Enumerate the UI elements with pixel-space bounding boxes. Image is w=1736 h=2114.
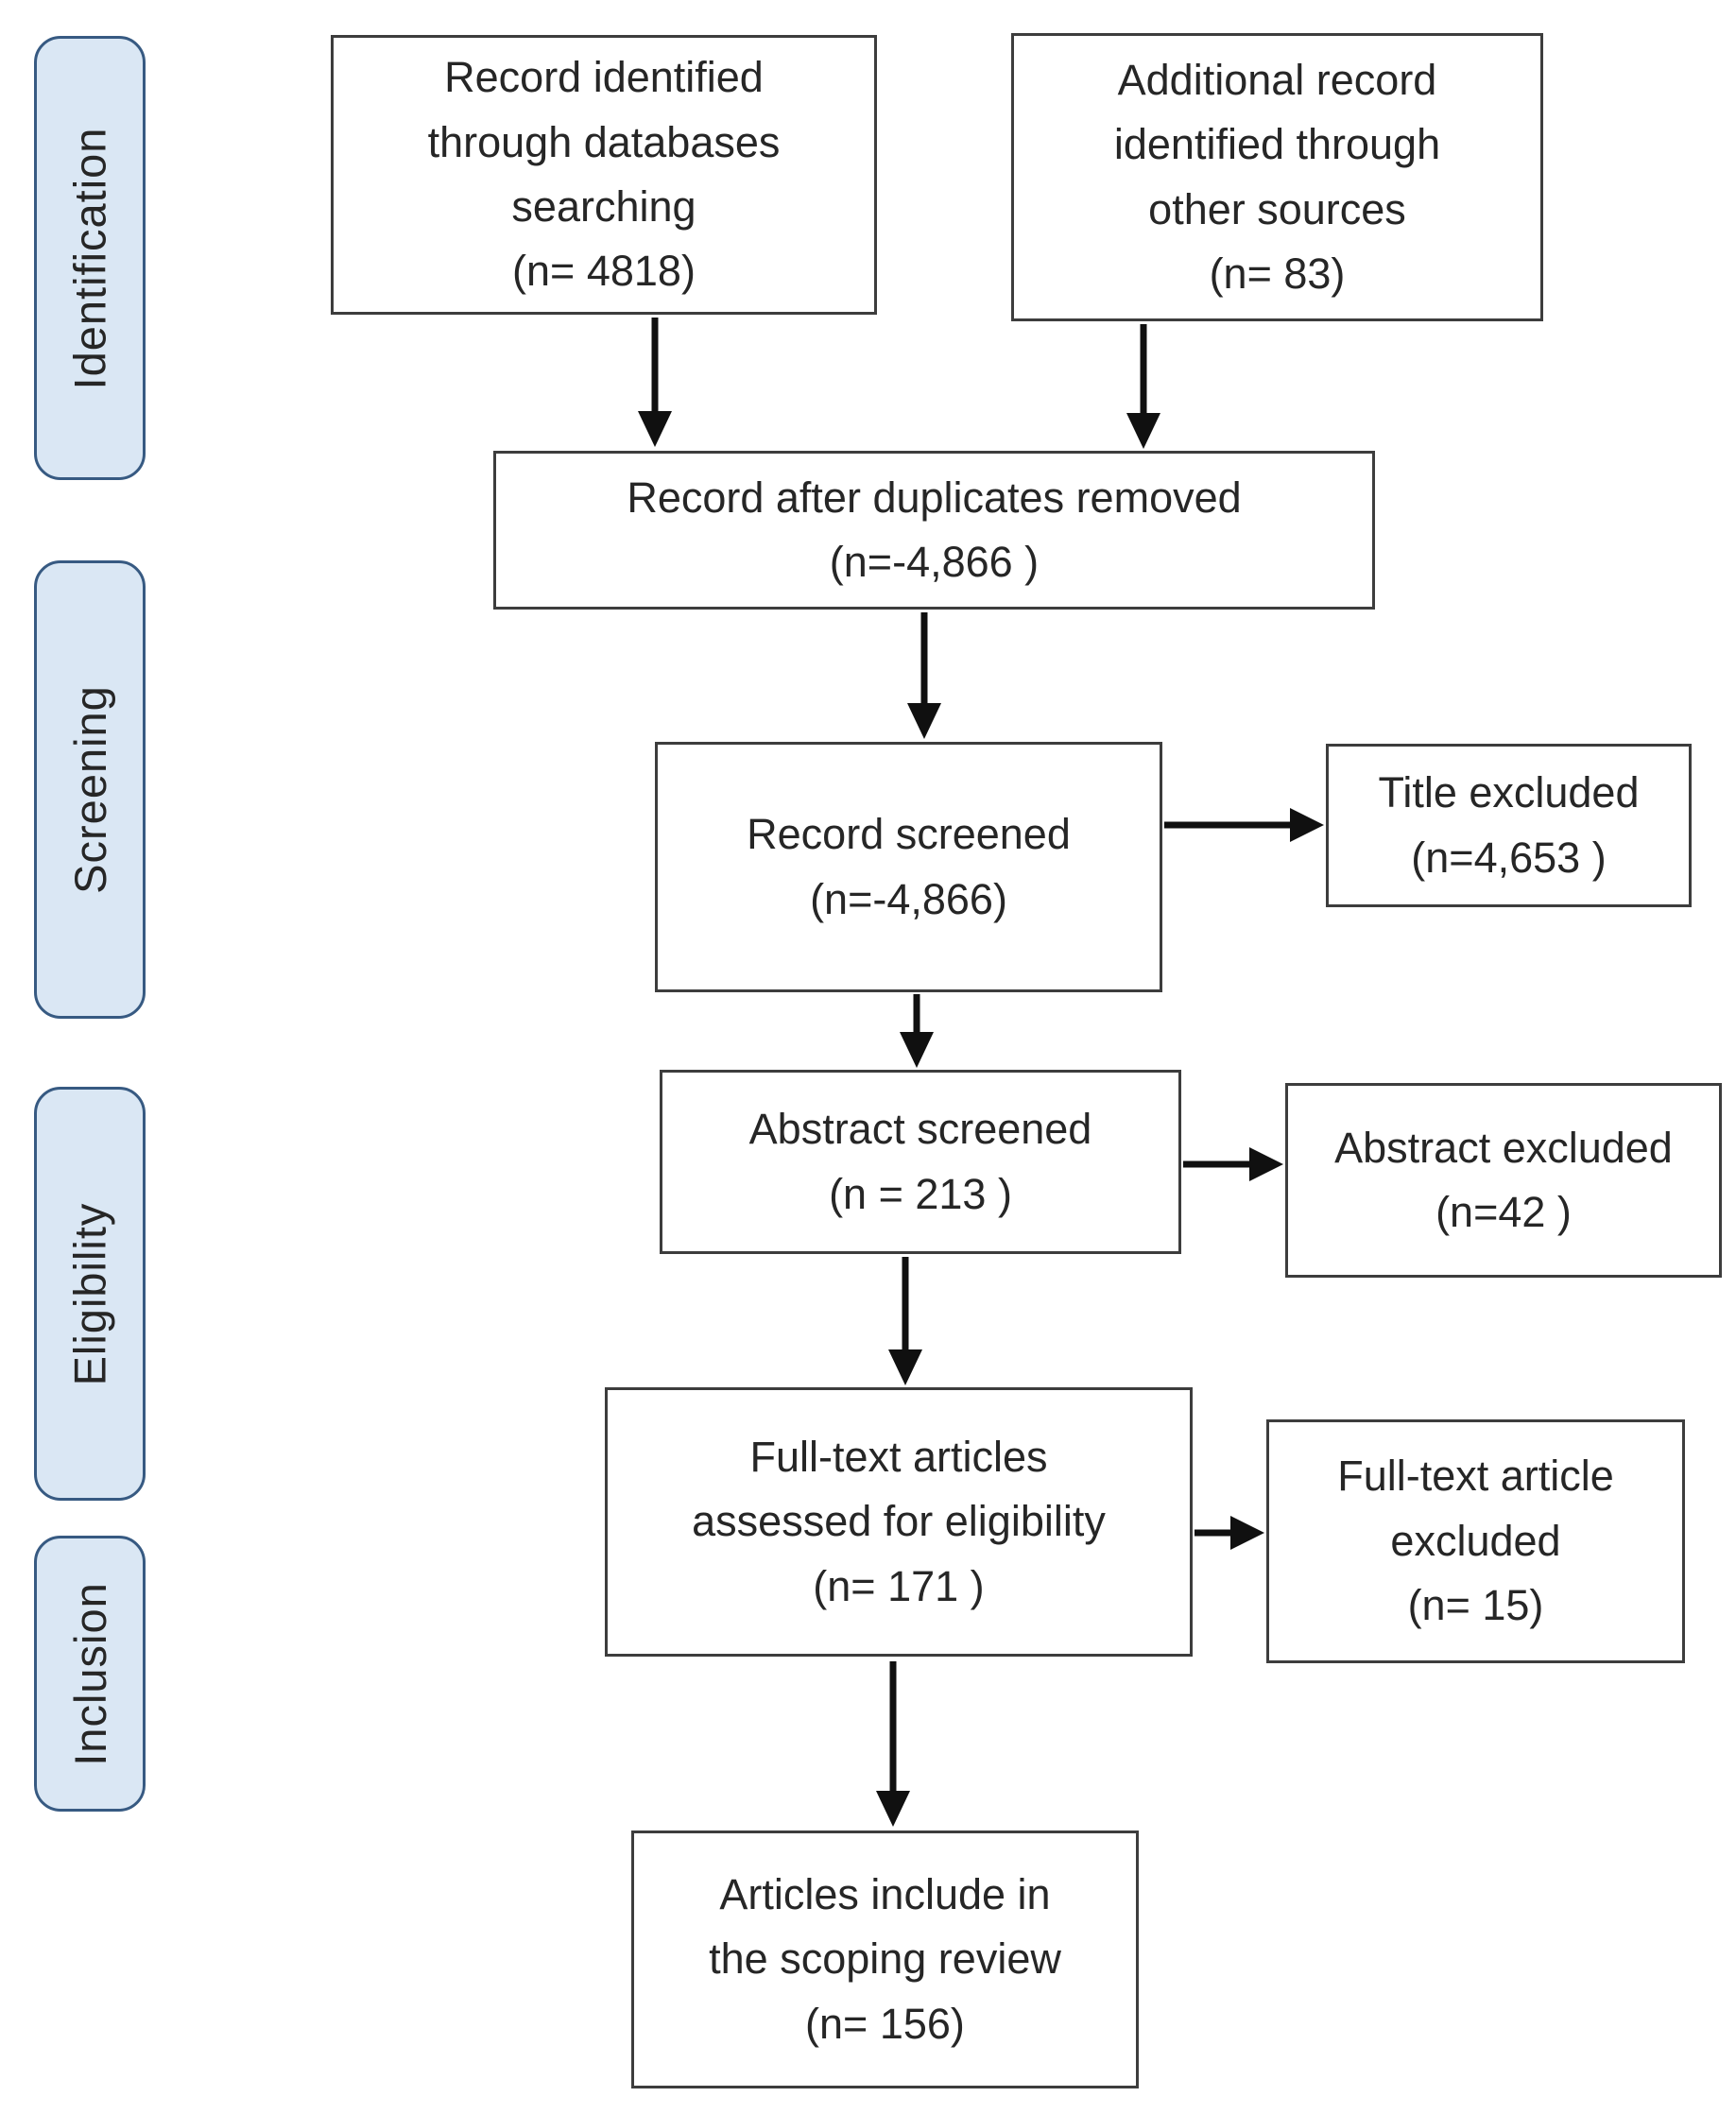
arrow-screened-to-title-excluded [1164, 808, 1324, 842]
arrow-identified-to-duplicates [638, 318, 672, 447]
stage-eligibility-label: Eligibility [64, 1202, 115, 1385]
arrow-shaft [913, 994, 920, 1036]
arrow-additional-to-duplicates [1126, 324, 1160, 449]
arrow-shaft [651, 318, 659, 415]
stage-screening-label: Screening [64, 685, 115, 894]
node-fulltext-excluded: Full-text article excluded (n= 15) [1266, 1419, 1685, 1663]
arrow-shaft [889, 1661, 897, 1795]
arrow-head [1249, 1147, 1283, 1181]
node-title-excluded: Title excluded (n=4,653 ) [1326, 744, 1692, 907]
arrow-fulltext-to-included [876, 1661, 910, 1827]
arrow-head [1126, 413, 1160, 449]
arrow-shaft [1140, 324, 1147, 417]
arrow-abstract-to-abstract-excluded [1183, 1147, 1283, 1181]
node-articles-included: Articles include in the scoping review (… [631, 1830, 1139, 2088]
arrow-head [1230, 1516, 1264, 1550]
arrow-shaft [1183, 1160, 1253, 1168]
node-records-screened: Record screened (n=-4,866) [655, 742, 1162, 992]
stage-identification: Identification [34, 36, 146, 480]
node-abstract-excluded: Abstract excluded (n=42 ) [1285, 1083, 1722, 1278]
arrow-head [900, 1032, 934, 1068]
arrow-head [907, 703, 941, 739]
node-additional-records: Additional record identified through oth… [1011, 33, 1543, 321]
node-records-identified: Record identified through databases sear… [331, 35, 877, 315]
stage-inclusion-label: Inclusion [64, 1581, 115, 1766]
arrow-fulltext-to-fulltext-excluded [1195, 1516, 1264, 1550]
arrow-head [876, 1791, 910, 1827]
stage-eligibility: Eligibility [34, 1087, 146, 1501]
arrow-screened-to-abstract [900, 994, 934, 1068]
stage-inclusion: Inclusion [34, 1536, 146, 1812]
arrow-shaft [1164, 821, 1294, 829]
arrow-duplicates-to-screened [907, 612, 941, 739]
arrow-head [638, 411, 672, 447]
arrow-head [1290, 808, 1324, 842]
arrow-shaft [1195, 1529, 1234, 1537]
node-fulltext-assessed: Full-text articles assessed for eligibil… [605, 1387, 1193, 1657]
arrow-shaft [902, 1257, 909, 1353]
stage-identification-label: Identification [64, 127, 115, 389]
node-abstract-screened: Abstract screened (n = 213 ) [660, 1070, 1181, 1254]
node-duplicates-removed: Record after duplicates removed (n=-4,86… [493, 451, 1375, 610]
arrow-head [888, 1349, 922, 1385]
stage-screening: Screening [34, 560, 146, 1019]
arrow-shaft [920, 612, 928, 707]
arrow-abstract-to-fulltext [888, 1257, 922, 1385]
